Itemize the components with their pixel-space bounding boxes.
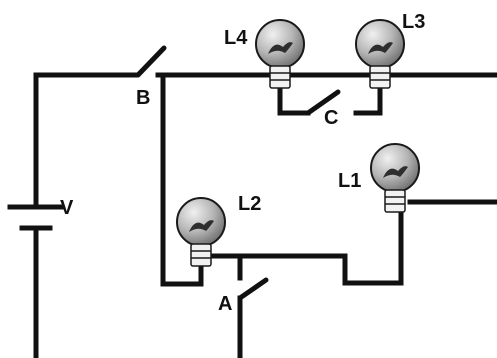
- lamp-l1-filament: [383, 166, 408, 178]
- lamp-l4-filament: [268, 42, 293, 54]
- label-switch-b: B: [136, 87, 150, 109]
- label-lamp-l4: L4: [224, 27, 248, 49]
- label-switch-a: A: [218, 293, 232, 315]
- label-lamp-l1: L1: [338, 170, 361, 192]
- wire-left-drop: [160, 72, 204, 287]
- battery: [7, 204, 65, 231]
- wire-switch-c-to-l3: [353, 87, 383, 116]
- lamp-l2: [176, 197, 226, 267]
- lamp-l1-base: [384, 189, 406, 213]
- lamp-l4: [255, 19, 305, 89]
- lamp-l1-glass: [370, 143, 420, 193]
- lamp-l2-filament: [189, 220, 214, 232]
- lamp-l3-glass: [355, 19, 405, 69]
- wire-l4-to-switch-c: [277, 87, 311, 116]
- label-lamp-l2: L2: [238, 193, 261, 215]
- lamp-l3-base: [369, 65, 391, 89]
- wire-l2-to-l1: [207, 211, 404, 286]
- lamp-l3-filament: [368, 42, 393, 54]
- lamp-l2-glass: [176, 197, 226, 247]
- label-switch-c: C: [324, 107, 338, 129]
- lamp-l1: [370, 143, 420, 213]
- switch-c[interactable]: [305, 89, 341, 116]
- label-lamp-l3: L3: [402, 11, 425, 33]
- lamp-l4-base: [269, 65, 291, 89]
- lamp-l2-base: [190, 243, 212, 267]
- switch-b[interactable]: [135, 45, 167, 78]
- wire-battery-to-switch-b: [33, 72, 139, 210]
- lamp-l4-glass: [255, 19, 305, 69]
- switch-a[interactable]: [237, 277, 269, 301]
- lamp-l3: [355, 19, 405, 89]
- wires: [33, 72, 497, 358]
- label-voltage: V: [60, 197, 74, 219]
